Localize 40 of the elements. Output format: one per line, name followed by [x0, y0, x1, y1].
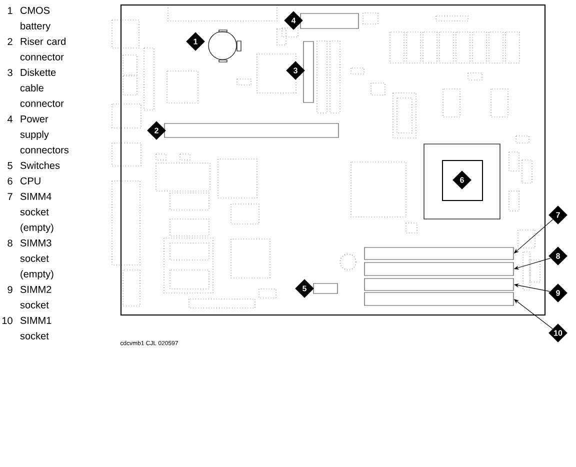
connector-slot [164, 123, 339, 138]
connector-slot [313, 283, 338, 294]
key-number: 2 [8, 38, 12, 46]
key-text: Diskette cable connector [20, 68, 64, 107]
connector-slot [364, 247, 514, 260]
callout-number: 2 [147, 121, 166, 140]
key-text: SIMM2 socket [20, 286, 52, 308]
cpu-socket [424, 144, 500, 220]
connector-slot [364, 278, 514, 291]
callout-number: 4 [284, 11, 303, 30]
connector-slot [364, 262, 514, 276]
key-text: SIMM1 socket [20, 316, 52, 340]
key-text: SIMM4 socket (empty) [20, 192, 54, 233]
callout-number: 8 [548, 246, 568, 266]
callout-number: 1 [186, 32, 205, 51]
battery [208, 30, 242, 62]
key-text: SIMM3 socket (empty) [20, 239, 54, 280]
callout-number: 10 [548, 324, 568, 342]
key-number: 4 [7, 116, 12, 123]
callout-number: 9 [548, 284, 568, 302]
key-text: CPU [20, 177, 40, 184]
key-number: 3 [8, 69, 12, 76]
key-text: CMOS battery [20, 6, 51, 32]
callout-number: 5 [295, 279, 314, 298]
callout-number: 3 [286, 61, 305, 80]
key-number: 9 [8, 286, 12, 294]
callout-number: 6 [452, 170, 472, 190]
callout-number: 7 [548, 206, 568, 224]
key-number: 6 [8, 178, 12, 185]
connector-slot [300, 13, 359, 29]
key-text: Riser card connector [20, 38, 66, 60]
key-text: Switches [20, 162, 60, 169]
key-number: 7 [8, 193, 12, 200]
key-number: 10 [2, 317, 12, 324]
key-number: 5 [8, 162, 12, 170]
key-number: 8 [8, 240, 12, 247]
key-text: Power supply connectors [20, 115, 69, 154]
connector-slot [364, 292, 514, 306]
key-number: 1 [8, 7, 12, 14]
connector-slot [303, 41, 314, 103]
